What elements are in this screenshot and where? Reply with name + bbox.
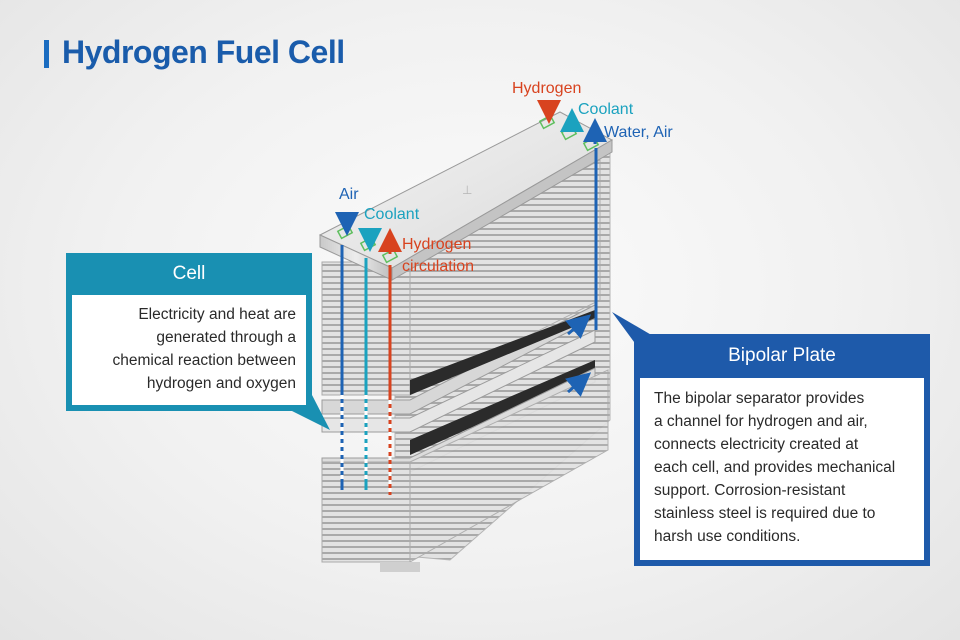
cell-callout: Cell Electricity and heat are generated …: [66, 253, 312, 411]
bipolar-callout-line: each cell, and provides mechanical: [654, 459, 896, 476]
label-hydrogen-circulation-line2: circulation: [402, 258, 475, 275]
cell-callout-heading: Cell: [172, 263, 206, 284]
label-coolant-left: Coolant: [364, 206, 420, 223]
bipolar-callout-line: support. Corrosion-resistant: [654, 482, 846, 499]
label-hydrogen-top: Hydrogen: [512, 80, 582, 97]
stack-lower-block: [321, 369, 609, 572]
membrane-layer-lower: [410, 360, 595, 455]
label-coolant-top: Coolant: [578, 101, 634, 118]
bipolar-callout-line: stainless steel is required due to: [654, 505, 876, 522]
bipolar-callout-line: harsh use conditions.: [654, 528, 801, 545]
label-air-left: Air: [339, 186, 359, 203]
port-hydrogen-circulation: [381, 248, 399, 264]
title-accent-bar: [44, 40, 49, 68]
cell-callout-line: generated through a: [156, 329, 296, 346]
bipolar-plate-callout-body: The bipolar separator provides a channel…: [640, 378, 924, 560]
label-water-air-top: Water, Air: [604, 124, 673, 141]
flow-arrows: [335, 100, 607, 397]
bipolar-plate-callout-heading: Bipolar Plate: [728, 345, 836, 366]
cell-callout-body: Electricity and heat are generated throu…: [72, 295, 306, 405]
plate-flow-arrow-1: [565, 314, 592, 339]
flow-channels: [340, 148, 598, 495]
membrane-layer-upper: [410, 310, 595, 395]
cell-callout-line: hydrogen and oxygen: [146, 375, 296, 392]
page-title: Hydrogen Fuel Cell: [62, 34, 345, 70]
bipolar-plate-callout: Bipolar Plate The bipolar separator prov…: [634, 334, 930, 566]
bipolar-callout-line: a channel for hydrogen and air,: [654, 413, 868, 430]
cell-callout-line: chemical reaction between: [112, 352, 296, 369]
bipolar-callout-line: connects electricity created at: [654, 436, 859, 453]
svg-text:⊥: ⊥: [462, 183, 472, 197]
label-hydrogen-circulation-line1: Hydrogen: [402, 236, 472, 253]
bipolar-callout-line: The bipolar separator provides: [654, 390, 865, 407]
plate-flow-arrow-2: [565, 372, 592, 397]
cell-callout-line: Electricity and heat are: [138, 306, 296, 323]
